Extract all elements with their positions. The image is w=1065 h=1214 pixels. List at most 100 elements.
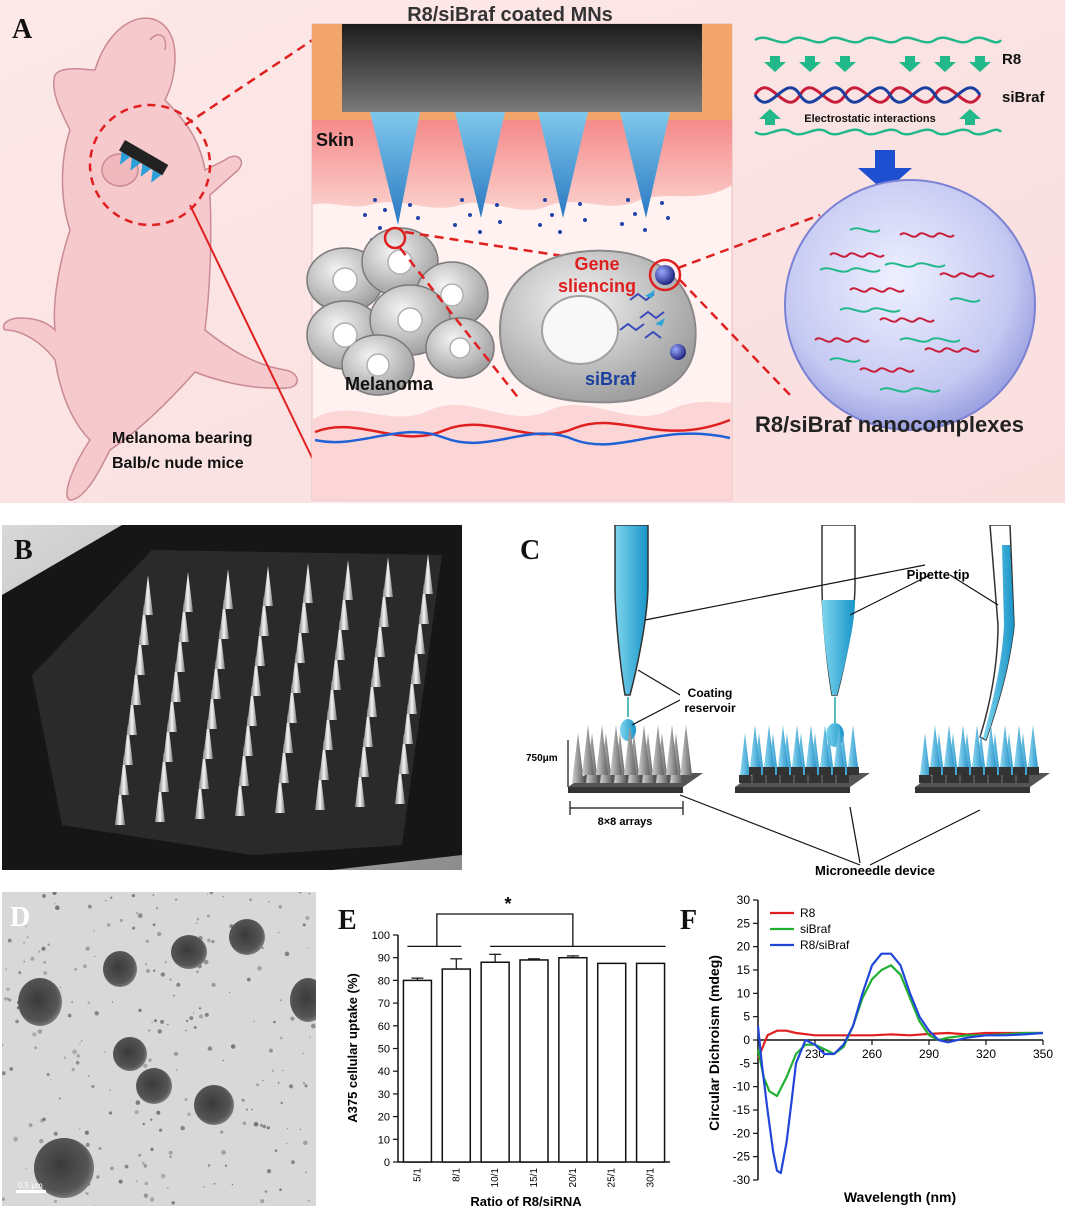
microneedle-spike: [323, 710, 333, 750]
microneedle-spike: [251, 656, 261, 696]
pipette-pointer-2: [849, 574, 931, 616]
microneedle-spike: [287, 683, 297, 723]
coating-reservoir-line2: reservoir: [684, 701, 736, 715]
chart-f-ytick-label: 15: [737, 963, 751, 977]
microneedle-spike: [255, 626, 265, 666]
microneedle-spike: [379, 587, 389, 627]
chart-e-ylabel: A375 cellular uptake (%): [345, 973, 360, 1123]
chart-e-ytick-label: 60: [378, 1021, 390, 1033]
microneedle-spike: [203, 719, 213, 759]
array-needle: [652, 725, 664, 775]
microneedle-spike: [423, 554, 433, 594]
chart-e-category-label: 15/1: [529, 1168, 540, 1188]
array-needle: [791, 725, 803, 775]
microneedle-spike: [327, 680, 337, 720]
chart-e-bar: [635, 962, 666, 1163]
mini-microneedle-patch: [119, 140, 169, 183]
chart-f-ylabel: Circular Dichroism (mdeg): [706, 955, 722, 1131]
blue-down-arrow: [858, 150, 912, 192]
microneedle-device-label: Microneedle device: [815, 863, 935, 878]
array-needle: [985, 725, 997, 775]
chart-f-ytick-label: 20: [737, 940, 751, 954]
microneedle-spike: [119, 755, 129, 795]
array-needle: [749, 725, 761, 775]
microneedle-spike: [343, 560, 353, 600]
microneedle-spike: [171, 662, 181, 702]
microneedle-spike: [299, 593, 309, 633]
nanocomplex-particle-2: [670, 344, 686, 360]
microneedle-spikes: [115, 554, 433, 825]
microneedle-spike: [179, 602, 189, 642]
chart-e-ytick-label: 50: [378, 1044, 390, 1056]
array-needle: [624, 725, 636, 775]
device-pointer-3: [869, 809, 981, 866]
chart-f-ytick-label: 5: [743, 1010, 750, 1024]
microneedle-spike: [291, 653, 301, 693]
panel-letter-f: F: [680, 905, 698, 936]
microneedle-spike: [339, 590, 349, 630]
nanocomplex-contents: [814, 227, 995, 393]
melanoma-cell-cluster: [306, 227, 495, 396]
microneedle-spike: [415, 614, 425, 654]
array-needle: [833, 725, 845, 775]
panel-d: 0.5 μm: [0, 890, 326, 1207]
panel-a: R8/siBraf coated MNs Skin Gene sliencing…: [0, 0, 1065, 505]
microneedle-spike: [127, 695, 137, 735]
microneedle-spike: [331, 650, 341, 690]
microneedle-spike: [275, 773, 285, 813]
microneedle-spike: [223, 569, 233, 609]
array-needle: [572, 733, 584, 783]
chart-e-category-label: 30/1: [646, 1168, 657, 1188]
microneedle-spike: [167, 692, 177, 732]
array-needle: [929, 725, 941, 775]
microneedle-spike: [359, 737, 369, 777]
chart-e-bar: [519, 959, 549, 1163]
array-needle: [957, 725, 969, 775]
microneedle-array-2: [735, 725, 870, 793]
array-needle: [919, 733, 931, 783]
chart-e-ytick-label: 40: [378, 1066, 390, 1078]
chart-f-xtick-label: 260: [862, 1047, 882, 1061]
microneedle-spike: [243, 716, 253, 756]
microneedle-spike: [363, 707, 373, 747]
microneedle-tips: [370, 112, 670, 225]
chart-e-ytick-label: 30: [378, 1089, 390, 1101]
chart-f-ytick-label: -15: [733, 1103, 751, 1117]
microneedle-spike: [283, 713, 293, 753]
panel-letter-c: C: [520, 535, 541, 566]
electrostatic-label: Electrostatic interactions: [804, 113, 935, 125]
cd-line-chart: Circular Dichroism (mdeg) Wavelength (nm…: [706, 893, 1053, 1205]
microneedle-spike: [319, 740, 329, 780]
coating-schematic: Pipette tip Coating reservoir 750μm 8×8 …: [526, 524, 1050, 878]
zoom-circle: [88, 103, 212, 227]
microneedle-spike: [371, 647, 381, 687]
pipette-full: [614, 524, 649, 741]
microneedle-spike: [407, 674, 417, 714]
mouse-caption-line1: Melanoma bearing: [112, 430, 252, 447]
panel-letter-a: A: [12, 14, 33, 45]
nanocomplex-highlight: [648, 258, 682, 292]
array-needle: [847, 725, 859, 775]
pipette-empty: [979, 524, 1015, 742]
gene-silencing-line1: Gene: [574, 254, 619, 274]
needle-height-label: 750μm: [526, 753, 558, 764]
chart-e-ytick-label: 20: [378, 1112, 390, 1124]
chart-f-xtick-label: 320: [976, 1047, 996, 1061]
panel-f: Circular Dichroism (mdeg) Wavelength (nm…: [700, 880, 1065, 1209]
chart-f-legend-label: siBraf: [800, 922, 831, 936]
pipette-tip-label: Pipette tip: [907, 567, 970, 582]
skin-label: Skin: [316, 130, 354, 150]
microneedle-spike: [259, 596, 269, 636]
array-needle: [638, 725, 650, 775]
dermis-layer: [312, 401, 732, 500]
pipette-half: [821, 524, 856, 747]
chart-f-ytick-label: -30: [733, 1173, 751, 1187]
tem-scale-bar: [16, 1190, 46, 1193]
microneedle-spike: [123, 725, 133, 765]
chart-f-xlabel: Wavelength (nm): [844, 1189, 956, 1205]
microneedle-spike: [247, 686, 257, 726]
chart-e-xlabel: Ratio of R8/siRNA: [470, 1194, 582, 1209]
array-needle: [666, 725, 678, 775]
microneedle-spike: [411, 644, 421, 684]
chart-f-series-line: [756, 952, 1044, 1175]
